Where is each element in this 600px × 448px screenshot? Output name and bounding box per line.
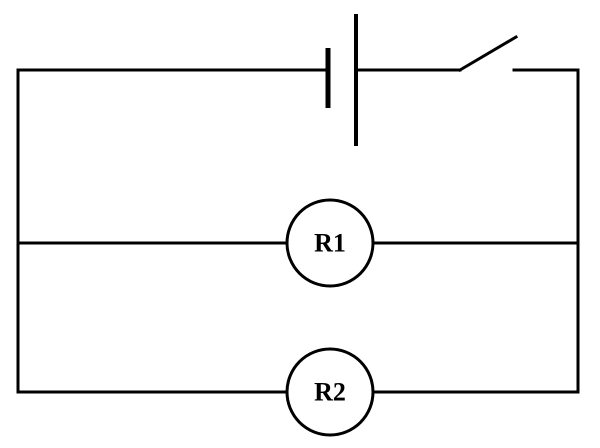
branch-r1: R1 <box>16 198 580 288</box>
battery <box>325 14 358 146</box>
branch-r2: R2 <box>16 347 580 437</box>
resistor-r1-body <box>285 198 375 288</box>
resistor-r1-label: R1 <box>314 229 346 258</box>
switch <box>457 34 519 73</box>
resistor-r2: R2 <box>285 347 375 437</box>
resistor-r1: R1 <box>285 198 375 288</box>
resistor-r2-label: R2 <box>314 378 346 407</box>
switch-lever <box>457 34 519 73</box>
resistor-r2-body <box>285 347 375 437</box>
